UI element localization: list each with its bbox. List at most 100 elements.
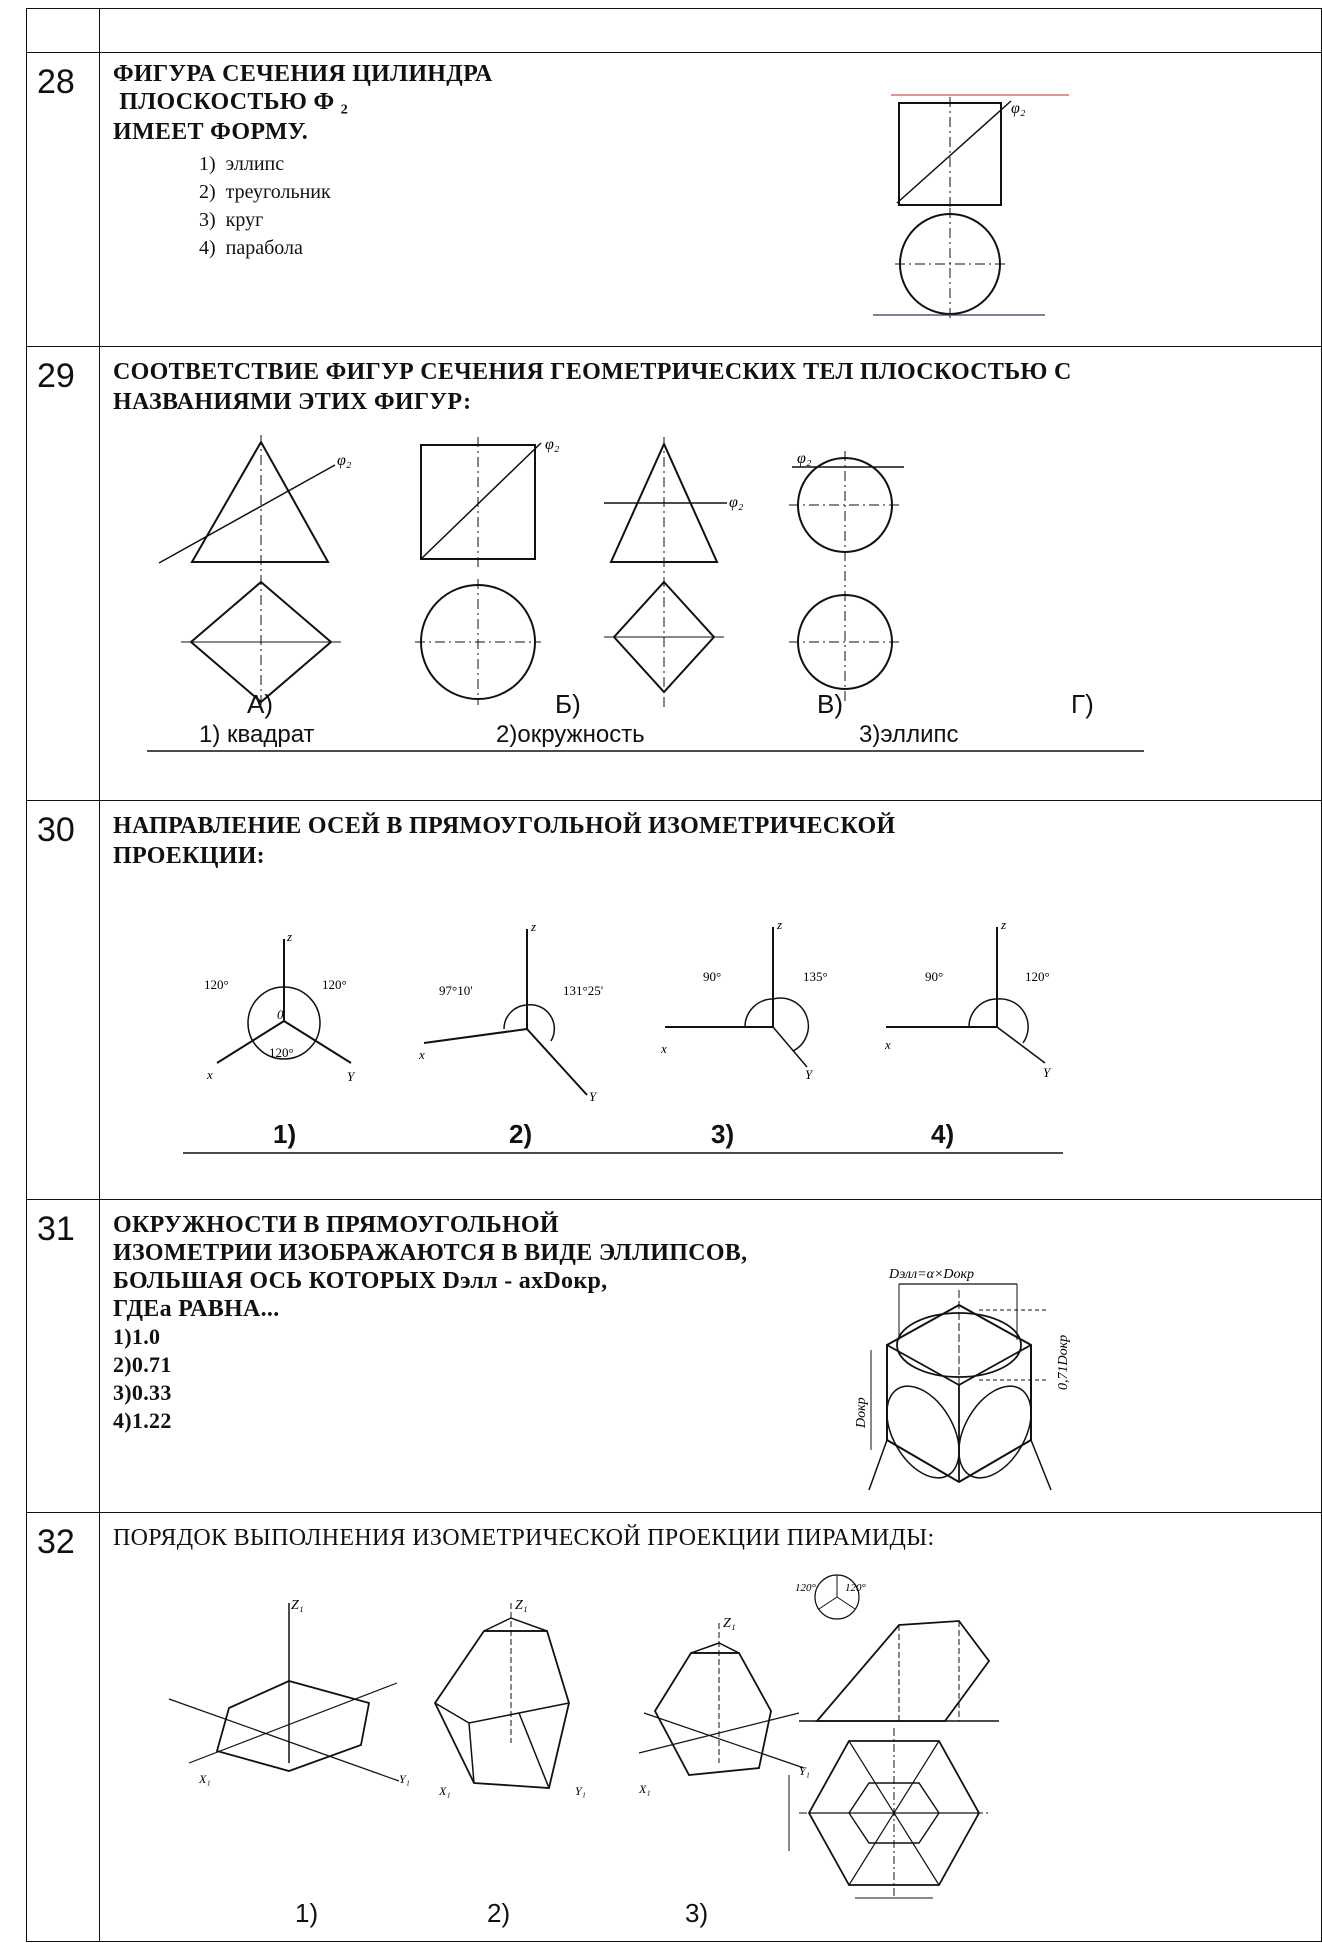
- svg-text:Y: Y: [1043, 1065, 1052, 1080]
- answer-option: 4) парабола: [199, 237, 303, 259]
- angle-label: 90°: [925, 969, 943, 984]
- svg-text:Y: Y: [589, 1089, 598, 1104]
- svg-text:X₁: X₁: [438, 1784, 451, 1798]
- figure-label: Г): [1071, 689, 1094, 719]
- svg-text:120°: 120°: [845, 1582, 867, 1594]
- question-number: 32: [37, 1523, 75, 1561]
- figure-label: Б): [555, 689, 581, 719]
- plane-label: φ₂: [797, 450, 812, 467]
- isometric-cube-figure: Dэлл=α×Dокр 0,71Dокр Dокр: [854, 1267, 1071, 1491]
- figure-label: 3): [711, 1119, 735, 1149]
- answer-option: 2)окружность: [496, 721, 645, 748]
- pyramid-orthographic: 120° 120°: [788, 1574, 999, 1899]
- question-content: ПОРЯДОК ВЫПОЛНЕНИЯ ИЗОМЕТРИЧЕСКОЙ ПРОЕКЦ…: [99, 1513, 1321, 1941]
- pyramid-isometric-figures: Z₁ X₁ Y₁ Z₁ X₁ Y₁: [168, 1574, 999, 1899]
- axes-figure-4: z x Y 90° 120°: [884, 917, 1052, 1080]
- question-text-line: БОЛЬШАЯ ОСЬ КОТОРЫХ Dэлл - axDокр,: [113, 1268, 608, 1294]
- figure-label: 1): [295, 1898, 319, 1928]
- svg-text:Y₁: Y₁: [799, 1764, 810, 1778]
- figure-label: 2): [487, 1898, 511, 1928]
- question-text-line: НАПРАВЛЕНИЕ ОСЕЙ В ПРЯМОУГОЛЬНОЙ ИЗОМЕТР…: [113, 813, 896, 839]
- cylinder-section-figure: φ₂: [873, 94, 1069, 321]
- axes-figure-2: z x Y 97°10' 131°25': [418, 919, 603, 1104]
- question-row-29: 29 СООТВЕТСТВИЕ ФИГУР СЕЧЕНИЯ ГЕОМЕТРИЧЕ…: [26, 346, 1322, 801]
- angle-label: 97°10': [439, 983, 473, 998]
- angle-label: 120°: [1025, 969, 1050, 984]
- question-text-line: ИМЕЕТ ФОРМУ.: [113, 119, 309, 145]
- pyramid-step-3: Z₁ X₁ Y₁: [638, 1616, 810, 1796]
- axes-figure-1: z 0 x Y 120° 120° 120°: [204, 929, 356, 1084]
- question-text-line: ОКРУЖНОСТИ В ПРЯМОУГОЛЬНОЙ: [113, 1212, 559, 1238]
- svg-text:Y₁: Y₁: [575, 1784, 586, 1798]
- answer-option: 3)эллипс: [859, 721, 959, 748]
- svg-text:Z₁: Z₁: [515, 1598, 528, 1613]
- svg-text:X₁: X₁: [198, 1772, 211, 1786]
- figure-label: 1): [273, 1119, 297, 1149]
- question-text-line: ГДЕa РАВНА...: [113, 1296, 280, 1322]
- answer-option: 3) круг: [199, 209, 264, 231]
- plane-label: φ₂: [1011, 100, 1026, 117]
- answer-option: 2) треугольник: [199, 181, 331, 203]
- question-content: СООТВЕТСТВИЕ ФИГУР СЕЧЕНИЯ ГЕОМЕТРИЧЕСКИ…: [99, 347, 1321, 800]
- plane-label: φ₂: [337, 452, 352, 469]
- answer-option: 4)1.22: [113, 1408, 172, 1433]
- svg-text:x: x: [206, 1067, 213, 1082]
- question-text-line: ПОРЯДОК ВЫПОЛНЕНИЯ ИЗОМЕТРИЧЕСКОЙ ПРОЕКЦ…: [113, 1525, 935, 1551]
- svg-text:z: z: [1000, 917, 1006, 932]
- svg-text:120°: 120°: [795, 1582, 817, 1594]
- question-text-line: ПЛОСКОСТЬЮ Ф ₂: [113, 89, 349, 115]
- question-content: НАПРАВЛЕНИЕ ОСЕЙ В ПРЯМОУГОЛЬНОЙ ИЗОМЕТР…: [99, 801, 1321, 1199]
- figure-label: В): [817, 689, 843, 719]
- question-row-30: 30 НАПРАВЛЕНИЕ ОСЕЙ В ПРЯМОУГОЛЬНОЙ ИЗОМ…: [26, 800, 1322, 1200]
- question-number: 30: [37, 811, 75, 849]
- number-cell: 32: [27, 1513, 100, 1941]
- plane-label: φ₂: [545, 436, 560, 453]
- isometric-axes-figures: z 0 x Y 120° 120° 120° z x Y: [183, 917, 1063, 1154]
- svg-text:Y: Y: [347, 1069, 356, 1084]
- question-number: 31: [37, 1210, 75, 1248]
- svg-text:0: 0: [277, 1007, 284, 1022]
- answer-option: 2)0.71: [113, 1352, 172, 1377]
- answer-option: 1)1.0: [113, 1324, 161, 1349]
- angle-label: 90°: [703, 969, 721, 984]
- question-text-line: НАЗВАНИЯМИ ЭТИХ ФИГУР:: [113, 389, 472, 415]
- pyramid-step-2: Z₁ X₁ Y₁: [433, 1598, 586, 1798]
- angle-label: 135°: [803, 969, 828, 984]
- answer-option: 1) эллипс: [199, 153, 285, 175]
- question-number: 29: [37, 357, 75, 395]
- answer-option: 3)0.33: [113, 1380, 172, 1405]
- question-number: 28: [37, 63, 75, 101]
- svg-text:Dэлл=α×Dокр: Dэлл=α×Dокр: [888, 1267, 974, 1282]
- figure-label: 4): [931, 1119, 955, 1149]
- angle-label: 131°25': [563, 983, 603, 998]
- section-figures: φ₂ φ₂ φ₂ φ₂: [147, 435, 1144, 752]
- number-cell: 30: [27, 801, 100, 1199]
- svg-text:z: z: [530, 919, 536, 934]
- svg-text:z: z: [776, 917, 782, 932]
- svg-text:x: x: [884, 1037, 891, 1052]
- svg-text:Dокр: Dокр: [854, 1397, 869, 1429]
- number-cell: 28: [27, 53, 100, 346]
- question-content: ОКРУЖНОСТИ В ПРЯМОУГОЛЬНОЙ ИЗОМЕТРИИ ИЗО…: [99, 1200, 1321, 1512]
- svg-text:X₁: X₁: [638, 1782, 651, 1796]
- svg-text:x: x: [418, 1047, 425, 1062]
- svg-text:x: x: [660, 1041, 667, 1056]
- header-row: [26, 8, 1322, 53]
- figure-label: А): [247, 689, 273, 719]
- svg-text:Z₁: Z₁: [291, 1598, 304, 1613]
- answer-option: 1) квадрат: [199, 721, 315, 748]
- question-text-line: ФИГУРА СЕЧЕНИЯ ЦИЛИНДРА: [113, 61, 493, 87]
- angle-label: 120°: [204, 977, 229, 992]
- svg-text:0,71Dокр: 0,71Dокр: [1056, 1335, 1071, 1390]
- header-number-cell: [27, 9, 100, 52]
- angle-label: 120°: [322, 977, 347, 992]
- pyramid-step-1: Z₁ X₁ Y₁: [168, 1598, 410, 1786]
- figure-label: 3): [685, 1898, 709, 1928]
- svg-text:Y₁: Y₁: [399, 1772, 410, 1786]
- question-row-32: 32 ПОРЯДОК ВЫПОЛНЕНИЯ ИЗОМЕТРИЧЕСКОЙ ПРО…: [26, 1512, 1322, 1942]
- number-cell: 29: [27, 347, 100, 800]
- svg-text:z: z: [286, 929, 292, 944]
- svg-text:Z₁: Z₁: [723, 1616, 736, 1631]
- axes-figure-3: z x Y 90° 135°: [660, 917, 828, 1082]
